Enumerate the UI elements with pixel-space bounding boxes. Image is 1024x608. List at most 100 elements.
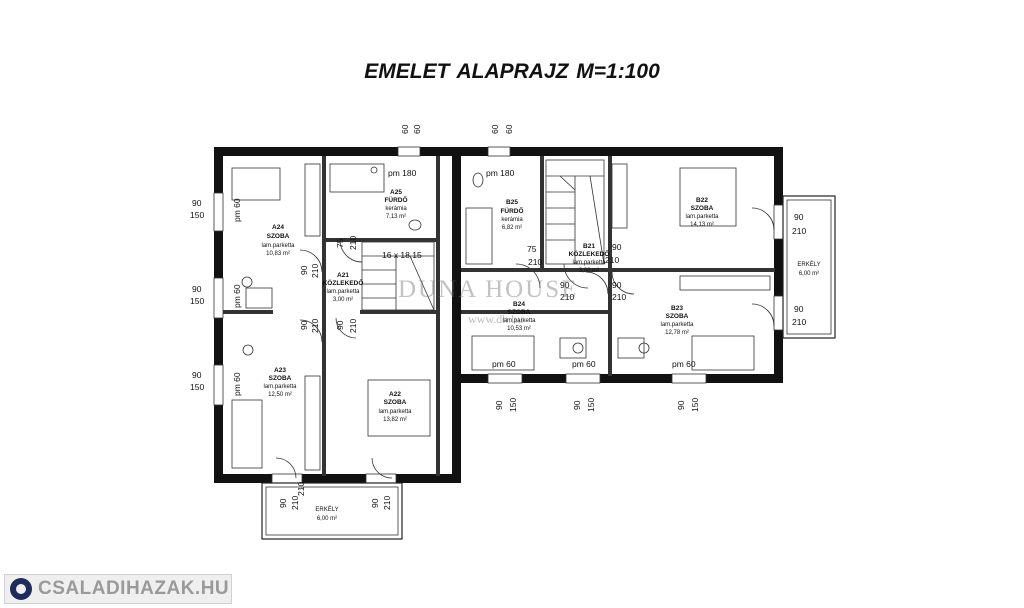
svg-text:SZOBA: SZOBA xyxy=(508,309,531,316)
svg-text:SZOBA: SZOBA xyxy=(691,205,714,212)
plan-title: EMELET ALAPRAJZ M=1:100 xyxy=(364,60,660,83)
svg-text:kerámia: kerámia xyxy=(385,206,407,212)
svg-text:SZOBA: SZOBA xyxy=(384,399,407,406)
wall xyxy=(322,156,326,476)
svg-text:lam.parketta: lam.parketta xyxy=(263,384,297,390)
svg-text:12,78 m²: 12,78 m² xyxy=(665,330,689,336)
window xyxy=(213,364,224,406)
svg-text:lam.parketta: lam.parketta xyxy=(685,214,719,220)
dim: 210 xyxy=(560,292,574,302)
dim: 90 xyxy=(192,198,202,208)
chair xyxy=(241,276,253,288)
svg-text:B22: B22 xyxy=(696,197,708,204)
toilet xyxy=(408,219,422,231)
dim: pm 180 xyxy=(486,168,515,178)
svg-text:150: 150 xyxy=(508,398,518,412)
window xyxy=(487,146,511,157)
svg-text:SZOBA: SZOBA xyxy=(269,375,292,382)
room-b25-label: B25 FÜRDŐ kerámia 6,82 m² xyxy=(500,199,523,231)
balconies xyxy=(261,195,836,540)
room-b23-label: B23 SZOBA lam.parketta 12,78 m² xyxy=(660,305,694,336)
svg-text:10,53 m²: 10,53 m² xyxy=(507,326,531,332)
svg-text:90: 90 xyxy=(370,498,380,508)
dim: 150 xyxy=(190,210,204,220)
svg-text:B23: B23 xyxy=(671,305,683,312)
desk xyxy=(245,287,273,309)
dim: 210 xyxy=(612,292,626,302)
balcony-bottom xyxy=(261,482,403,540)
svg-text:60: 60 xyxy=(400,124,410,134)
svg-text:14,13 m²: 14,13 m² xyxy=(690,222,714,228)
site-badge[interactable]: CSALADIHAZAK.HU xyxy=(4,574,232,604)
svg-text:210: 210 xyxy=(382,496,392,510)
svg-text:A25: A25 xyxy=(390,189,402,196)
window xyxy=(487,373,523,384)
bed xyxy=(367,379,431,437)
svg-text:90: 90 xyxy=(299,320,309,330)
svg-text:A22: A22 xyxy=(389,391,401,398)
chair xyxy=(638,342,650,354)
wall xyxy=(223,310,273,314)
dim: 90 xyxy=(794,304,804,314)
svg-text:SZOBA: SZOBA xyxy=(666,313,689,320)
room-a22-label: A22 SZOBA lam.parketta 13,82 m² xyxy=(378,391,412,423)
svg-text:90: 90 xyxy=(494,400,504,410)
svg-text:KÖZLEKEDŐ: KÖZLEKEDŐ xyxy=(323,278,364,287)
wardrobe xyxy=(304,375,321,471)
svg-text:90: 90 xyxy=(278,498,288,508)
svg-text:6,00 m²: 6,00 m² xyxy=(799,271,819,277)
wall-bottom-left xyxy=(214,474,460,483)
sink xyxy=(370,166,378,174)
window xyxy=(565,373,601,384)
svg-text:6,82 m²: 6,82 m² xyxy=(502,225,522,231)
bathtub xyxy=(329,163,385,193)
svg-text:210: 210 xyxy=(348,236,358,250)
bathtub xyxy=(465,207,493,265)
dim: pm 60 xyxy=(492,359,516,369)
svg-text:3,00 m²: 3,00 m² xyxy=(333,297,353,303)
wardrobe xyxy=(611,163,628,229)
svg-text:60: 60 xyxy=(412,124,422,134)
wardrobe xyxy=(304,163,321,237)
site-logo-icon xyxy=(10,578,32,600)
svg-text:B21: B21 xyxy=(583,243,595,250)
svg-text:KÖZLEKEDŐ: KÖZLEKEDŐ xyxy=(569,249,610,258)
watermark-url: www.dh.hu xyxy=(468,312,524,326)
dim: 90 xyxy=(192,370,202,380)
bed xyxy=(691,335,755,371)
svg-text:7,13 m²: 7,13 m² xyxy=(386,214,406,220)
dim: 210 xyxy=(296,482,306,496)
wall xyxy=(540,156,544,268)
room-a25-label: A25 FÜRDŐ kerámia 7,13 m² xyxy=(384,189,407,220)
wall-right xyxy=(774,147,783,383)
dim: 90 xyxy=(612,280,622,290)
svg-text:12,50 m²: 12,50 m² xyxy=(268,392,292,398)
bed xyxy=(471,335,535,371)
svg-text:lam.parketta: lam.parketta xyxy=(572,260,606,266)
room-b24-label: B24 SZOBA lam.parketta 10,53 m² xyxy=(502,301,536,332)
staircase-b xyxy=(545,159,605,265)
dim: 90 xyxy=(612,242,622,252)
svg-text:FÜRDŐ: FÜRDŐ xyxy=(500,206,523,215)
svg-text:60: 60 xyxy=(504,124,514,134)
wall xyxy=(461,268,775,272)
wall xyxy=(360,310,440,314)
svg-text:210: 210 xyxy=(348,319,358,333)
wardrobe xyxy=(679,275,771,291)
wall-bottom-right xyxy=(452,374,783,383)
chair xyxy=(572,342,584,354)
wall xyxy=(461,310,608,314)
desk xyxy=(559,337,587,359)
dim: 210 xyxy=(528,257,542,267)
bed xyxy=(679,167,737,227)
dim: 210 xyxy=(792,226,806,236)
dim: 150 xyxy=(190,296,204,306)
dim: 90 xyxy=(560,280,570,290)
svg-text:lam.parketta: lam.parketta xyxy=(378,409,412,415)
svg-text:pm 60: pm 60 xyxy=(232,198,242,222)
svg-text:lam.parketta: lam.parketta xyxy=(660,322,694,328)
svg-text:210: 210 xyxy=(290,496,300,510)
svg-text:lam.parketta: lam.parketta xyxy=(502,318,536,324)
svg-text:90: 90 xyxy=(335,320,345,330)
